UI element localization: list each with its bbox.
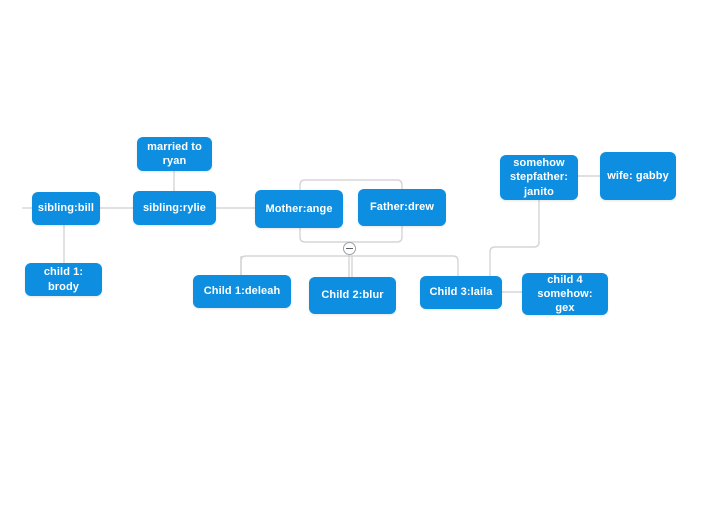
node-child1-brody[interactable]: child 1: brody	[25, 263, 102, 296]
node-sibling-bill[interactable]: sibling:bill	[32, 192, 100, 225]
node-mother-ange[interactable]: Mother:ange	[255, 190, 343, 228]
node-label: wife: gabby	[607, 169, 669, 182]
node-label: Child 2:blur	[321, 289, 384, 302]
node-label: child 1: brody	[43, 266, 84, 293]
connector-stepfather-child3	[489, 200, 540, 276]
node-label: Child 3:laila	[429, 286, 493, 299]
node-label: sibling:bill	[37, 202, 95, 215]
node-wife-gabby[interactable]: wife: gabby	[600, 152, 676, 200]
connector-spouse-bottom-bracket	[299, 226, 403, 243]
node-child3-laila[interactable]: Child 3:laila	[420, 276, 502, 309]
node-sibling-rylie[interactable]: sibling:rylie	[133, 191, 216, 225]
node-label: Father:drew	[369, 201, 435, 214]
node-label: sibling:rylie	[142, 201, 207, 214]
collapse-children-button[interactable]	[343, 242, 356, 255]
node-label: Child 1:deleah	[203, 285, 281, 298]
node-child1-deleah[interactable]: Child 1:deleah	[193, 275, 291, 308]
minus-icon	[346, 248, 353, 249]
connector-spouse-top-bracket	[299, 179, 403, 190]
node-label: Mother:ange	[265, 202, 333, 215]
node-father-drew[interactable]: Father:drew	[358, 189, 446, 226]
node-child2-blur[interactable]: Child 2:blur	[309, 277, 396, 314]
